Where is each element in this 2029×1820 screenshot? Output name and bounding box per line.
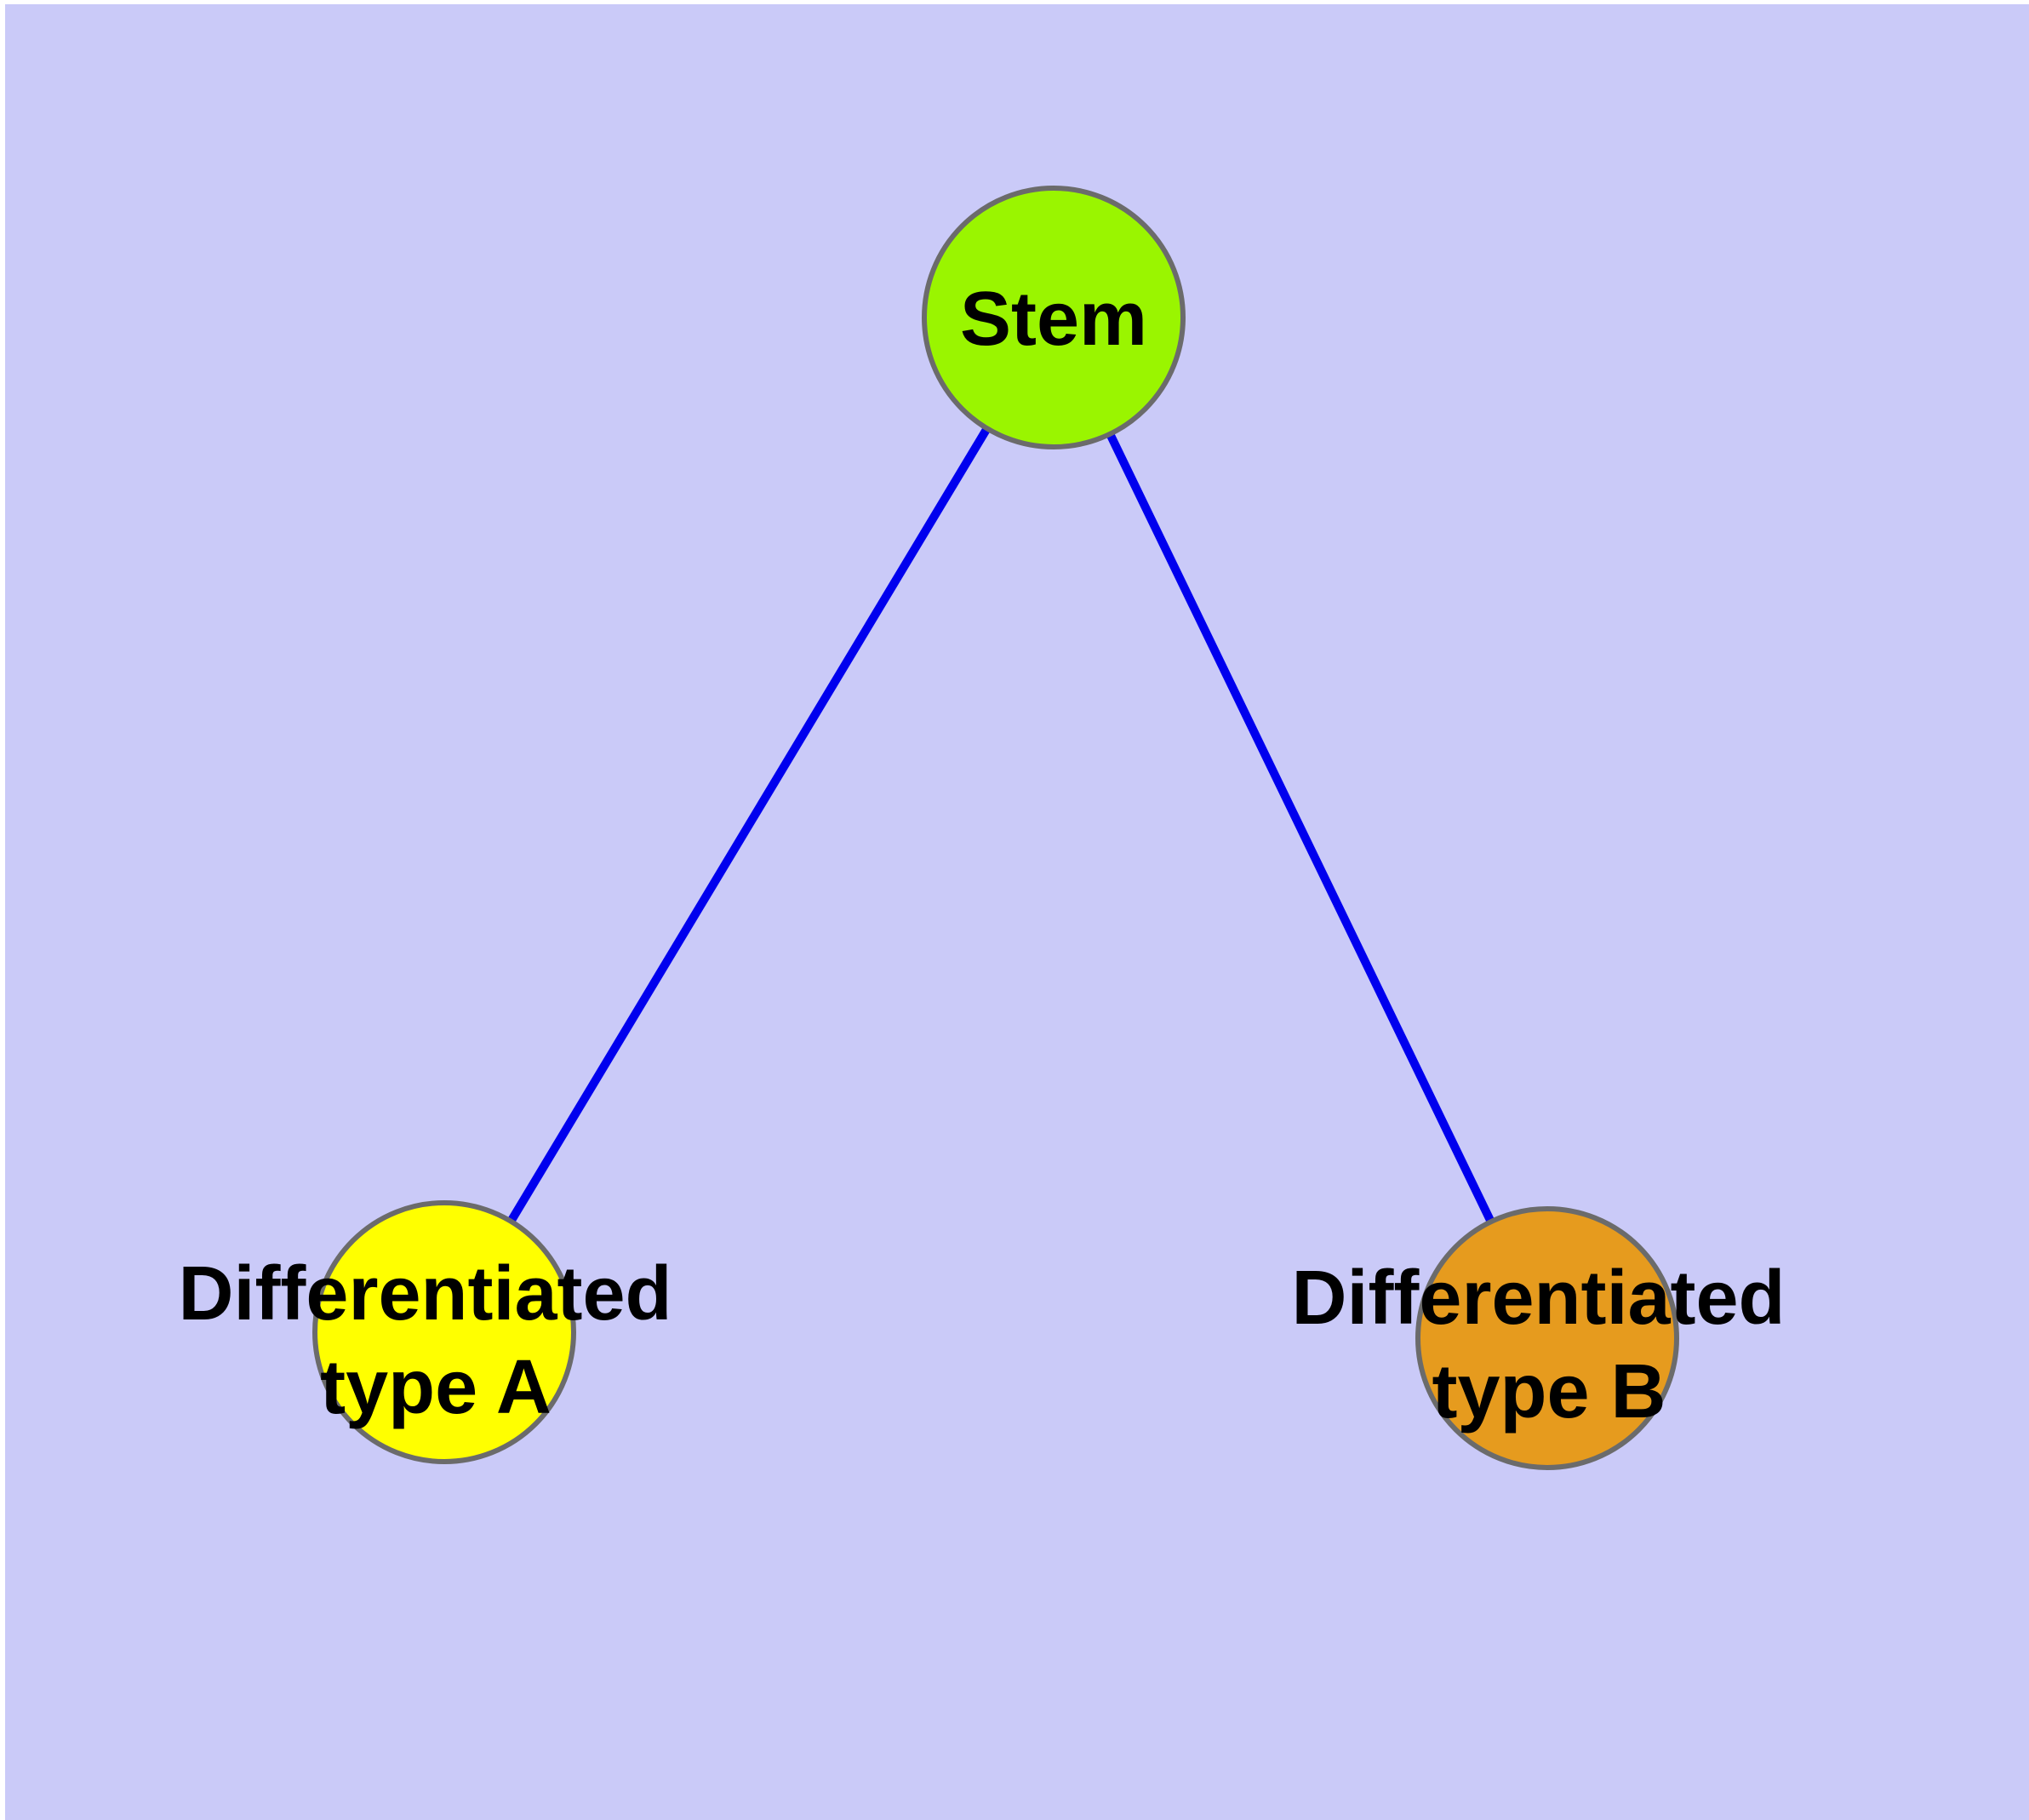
- node-label-group: Stem Differentiated type A Differentiate…: [178, 277, 1806, 1434]
- node-type-b: [1415, 1206, 1679, 1470]
- node-stem: [922, 186, 1186, 449]
- node-label-stem: Stem: [960, 277, 1147, 362]
- edge-group: [440, 315, 1552, 1341]
- edge-stem-to-type-b: [1049, 315, 1552, 1341]
- node-type-a: [312, 1200, 576, 1464]
- node-label-type-a-line2: type A: [320, 1345, 552, 1430]
- node-label-type-b-line2: type B: [1432, 1349, 1666, 1434]
- node-group: [312, 186, 1679, 1470]
- node-label-type-b-line1: Differentiated: [1291, 1256, 1785, 1341]
- node-label-type-a-line1: Differentiated: [178, 1251, 672, 1336]
- edge-stem-to-type-a: [440, 315, 1058, 1335]
- node-label-type-a: Differentiated type A: [178, 1251, 693, 1430]
- node-label-type-b: Differentiated type B: [1291, 1256, 1806, 1434]
